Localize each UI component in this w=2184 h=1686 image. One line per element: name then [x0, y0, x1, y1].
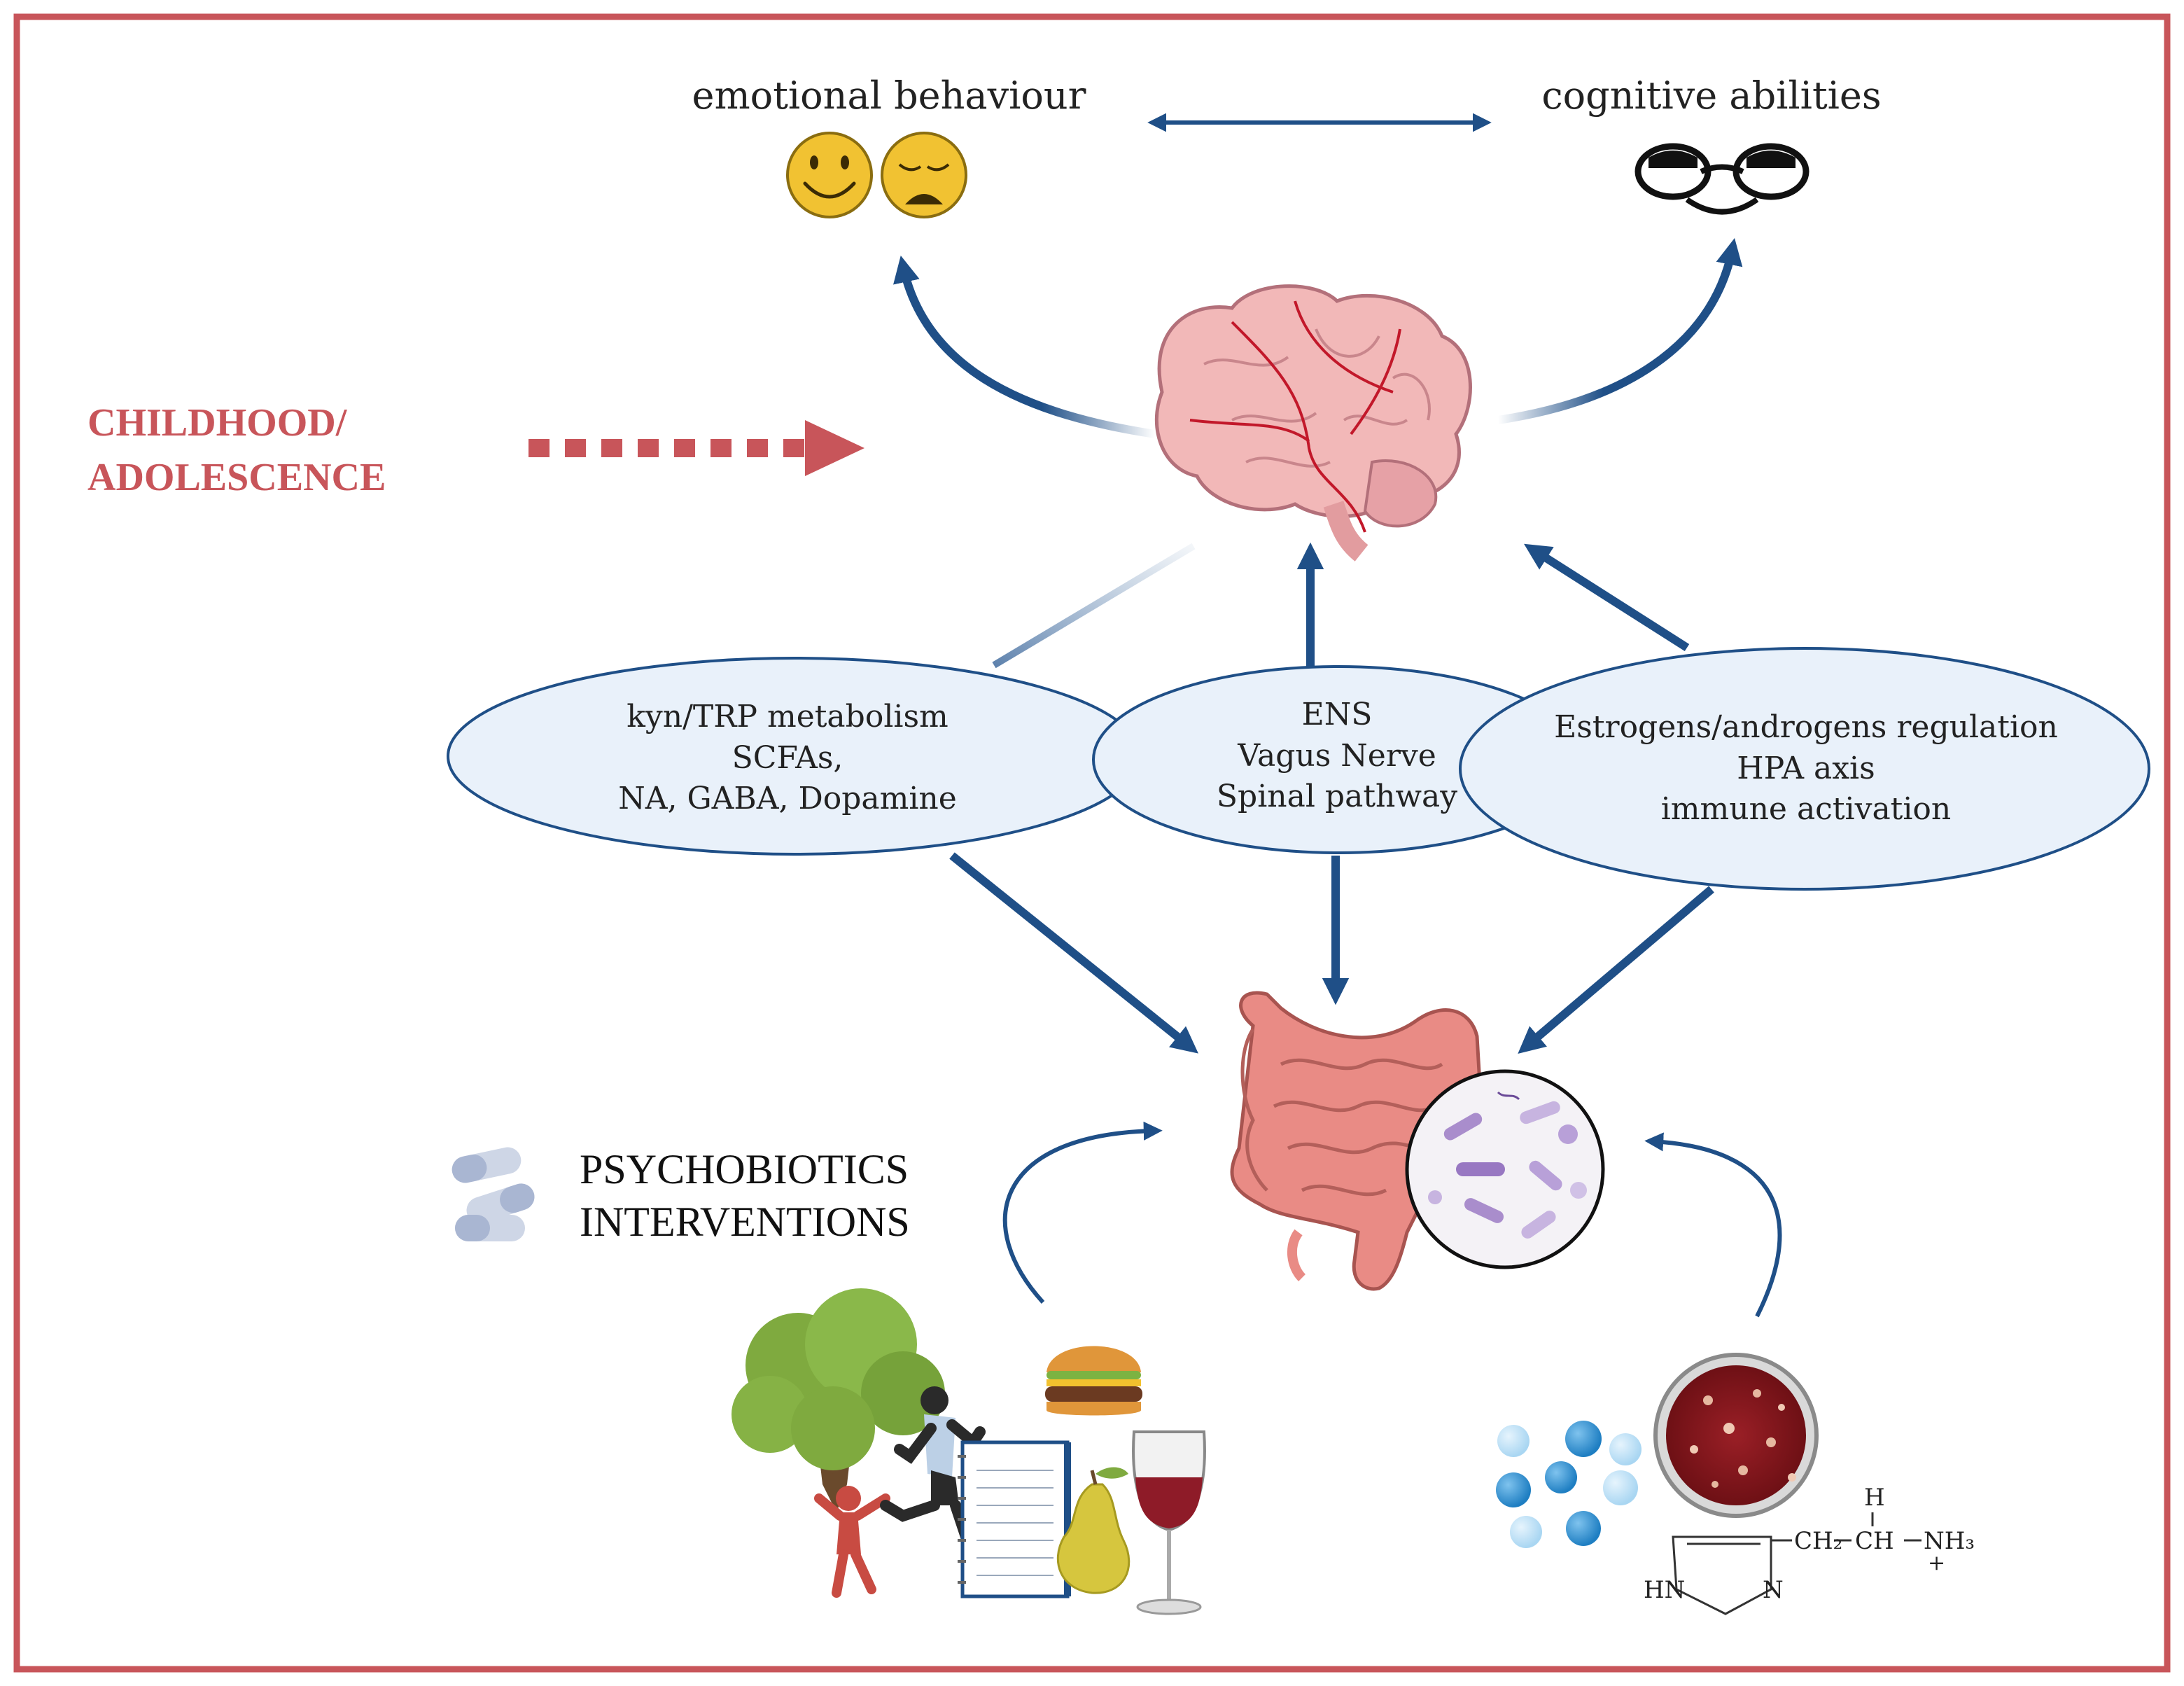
ellipse-right-line1: Estrogens/androgens regulation [1554, 709, 2058, 745]
chem-ch2: CH₂ [1794, 1527, 1842, 1555]
brain-to-emotional-arrow [893, 255, 1156, 438]
right-up-arrow [1524, 543, 1690, 652]
brain-left-connector [992, 543, 1196, 669]
wine-glass-icon [1132, 1430, 1206, 1615]
histamine-structure: H CH₂ CH NH₃ + HN N [1644, 1484, 1975, 1615]
molecules-icon [1496, 1421, 1642, 1548]
probiotics-to-gut-arrow [1644, 1132, 1782, 1318]
chem-h: H [1864, 1484, 1885, 1512]
child-icon [814, 1486, 890, 1598]
right-down-arrow [1518, 886, 1714, 1054]
chem-ch: CH [1855, 1527, 1894, 1555]
chem-nh3: NH₃ [1924, 1527, 1975, 1555]
cognitive-abilities-label: cognitive abilities [1541, 74, 1881, 118]
sad-face-icon [881, 132, 967, 218]
interventions-label: INTERVENTIONS [580, 1199, 910, 1245]
ellipse-center-line3: Spinal pathway [1217, 779, 1457, 814]
ellipse-right-line2: HPA axis [1737, 751, 1875, 786]
ellipse-right-line3: immune activation [1661, 791, 1952, 827]
ellipse-center-line1: ENS [1302, 697, 1373, 732]
childhood-label: CHILDHOOD/ [88, 401, 348, 445]
petri-dish-icon [1653, 1353, 1819, 1518]
bacteria-circle-icon [1405, 1069, 1605, 1269]
ellipse-center-line2: Vagus Nerve [1237, 738, 1436, 774]
adolescence-label: ADOLESCENCE [88, 456, 386, 499]
left-down-arrow [949, 852, 1198, 1054]
emotional-behaviour-label: emotional behaviour [692, 74, 1086, 118]
happy-face-icon [786, 132, 873, 218]
pills-icon [451, 1147, 535, 1241]
ellipse-hormones [1459, 647, 2150, 891]
psychobiotics-label: PSYCHOBIOTICS [580, 1146, 909, 1192]
ellipse-left-line3: NA, GABA, Dopamine [618, 781, 957, 816]
chem-hn: HN [1644, 1576, 1685, 1604]
childhood-arrow-head [805, 420, 864, 476]
burger-icon [1045, 1346, 1142, 1416]
notebook-icon [958, 1440, 1071, 1598]
brain-to-cognitive-arrow [1497, 237, 1743, 424]
glasses-icon [1634, 143, 1809, 215]
pear-icon [1056, 1467, 1130, 1594]
chem-plus: + [1928, 1551, 1945, 1575]
chem-n: N [1763, 1576, 1784, 1604]
ellipse-left-line2: SCFAs, [732, 740, 844, 776]
outer-frame [13, 13, 2171, 1673]
tree-icon [732, 1288, 945, 1512]
lifestyle-to-gut-arrow [1002, 1121, 1163, 1304]
brain-icon [1154, 284, 1472, 562]
ellipse-left-line1: kyn/TRP metabolism [626, 699, 948, 734]
